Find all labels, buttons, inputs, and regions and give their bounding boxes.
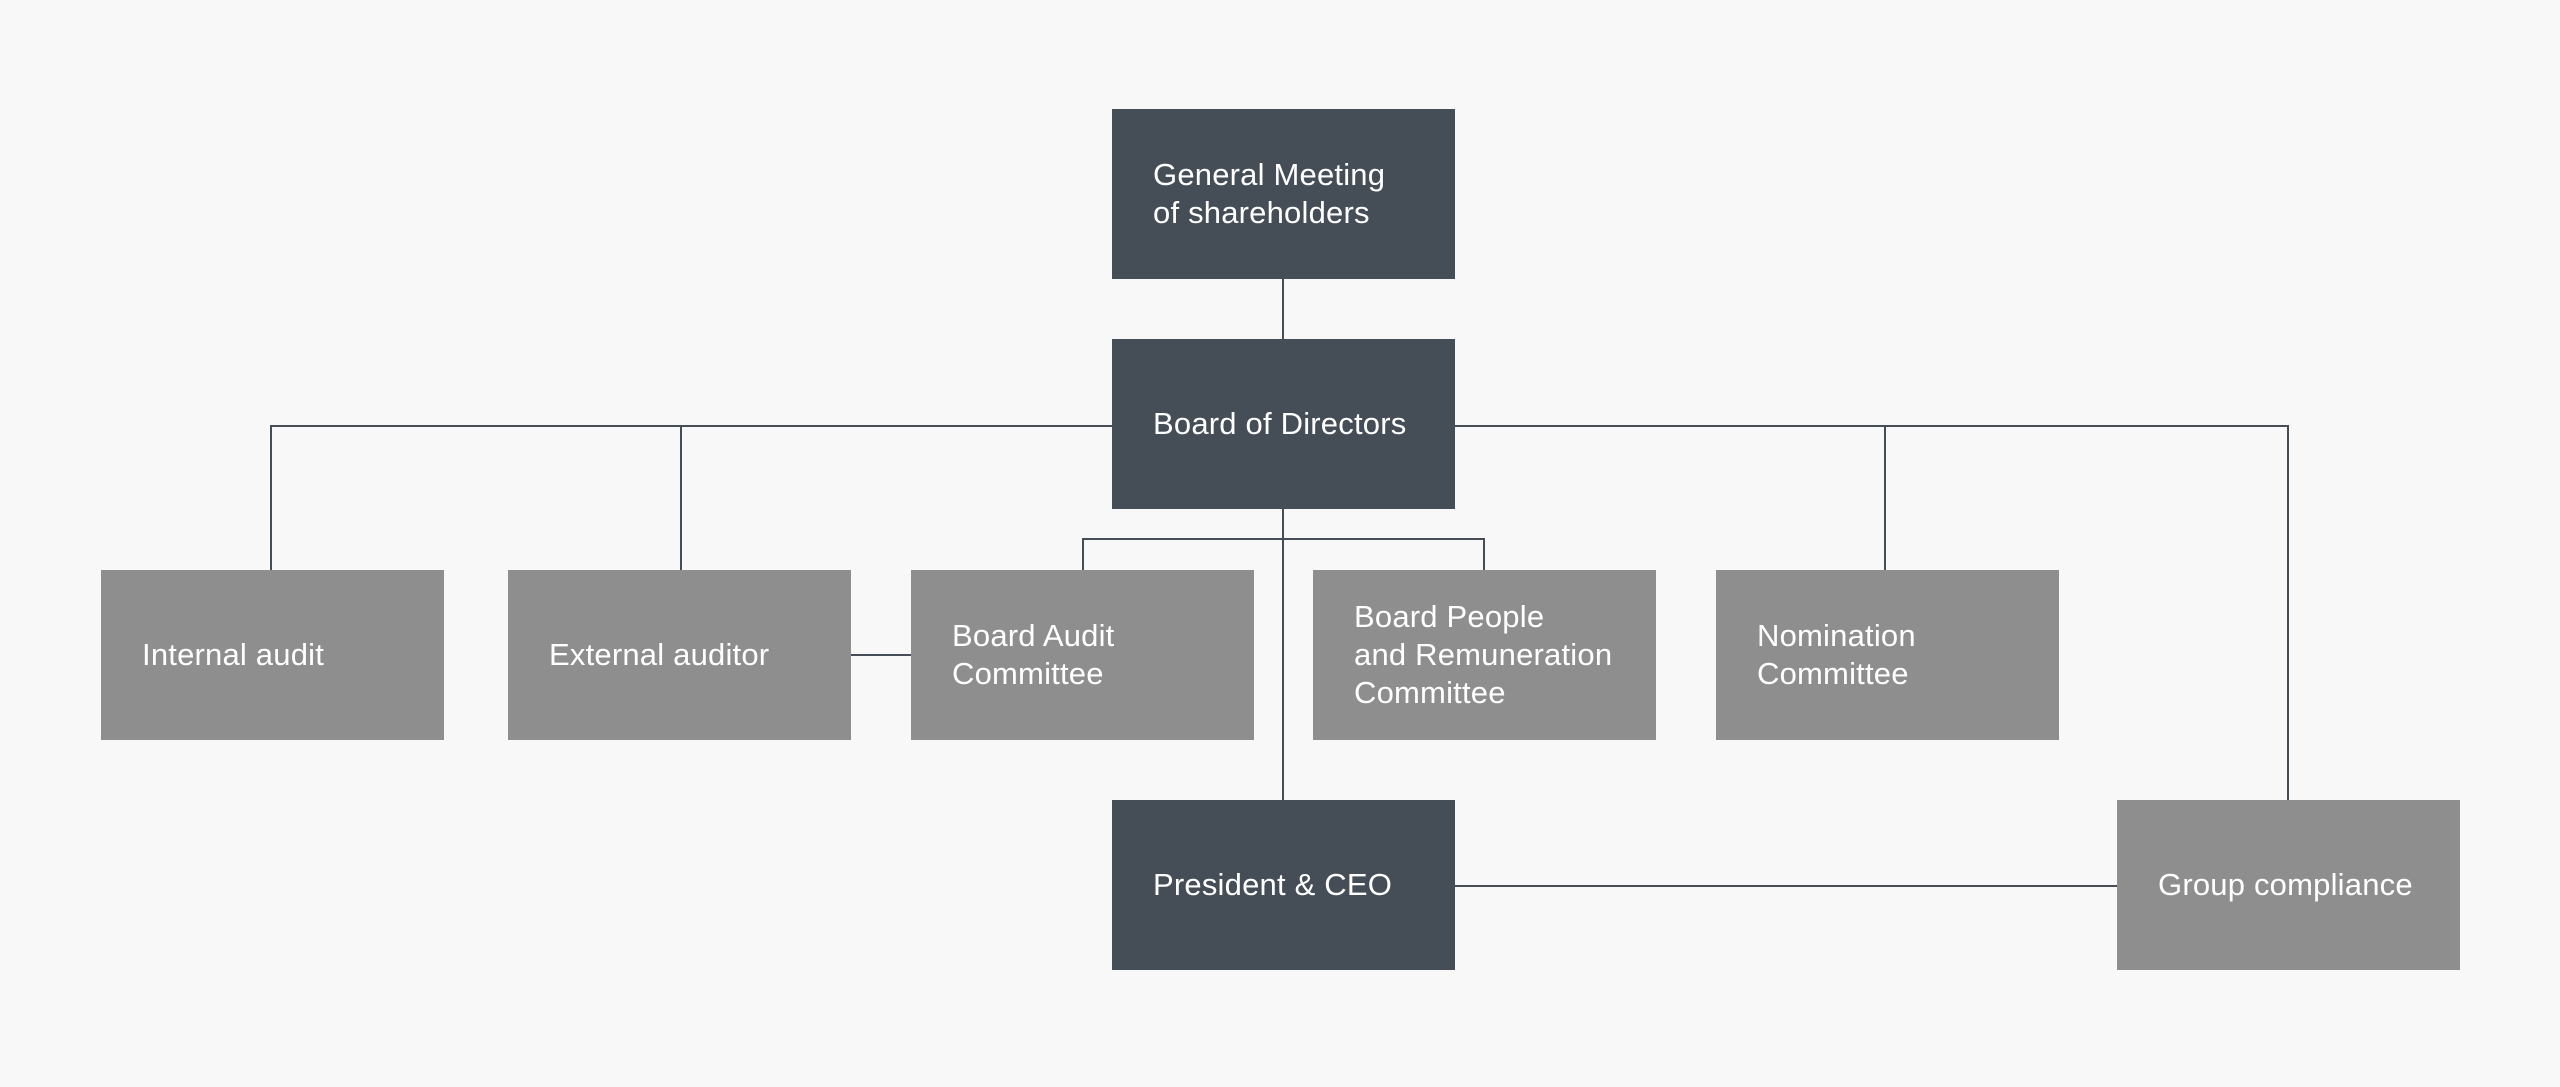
connector-president-to-group-compliance bbox=[1455, 885, 2118, 887]
node-internal-audit: Internal audit bbox=[101, 570, 444, 740]
node-nomination-committee: Nomination Committee bbox=[1716, 570, 2059, 740]
node-label: Board of Directors bbox=[1153, 406, 1407, 441]
connector-drop-external-auditor bbox=[680, 425, 682, 571]
node-board-of-directors: Board of Directors bbox=[1112, 339, 1455, 509]
node-label: Nomination Committee bbox=[1757, 618, 1916, 691]
connector-drop-group-compliance bbox=[2287, 425, 2289, 801]
node-label: Board People and Remuneration Committee bbox=[1354, 599, 1613, 710]
node-label: External auditor bbox=[549, 637, 770, 672]
connector-drop-nomination-committee bbox=[1884, 425, 1886, 571]
connector-bracket-drop-board-people bbox=[1483, 538, 1485, 571]
node-label: General Meeting of shareholders bbox=[1153, 157, 1386, 230]
node-president-and-ceo: President & CEO bbox=[1112, 800, 1455, 970]
connector-committee-bracket bbox=[1082, 538, 1485, 540]
node-board-people-and-remuneration-committee: Board People and Remuneration Committee bbox=[1313, 570, 1656, 740]
node-group-compliance: Group compliance bbox=[2117, 800, 2460, 970]
node-external-auditor: External auditor bbox=[508, 570, 851, 740]
node-label: Group compliance bbox=[2158, 867, 2413, 902]
node-general-meeting-of-shareholders: General Meeting of shareholders bbox=[1112, 109, 1455, 279]
node-label: President & CEO bbox=[1153, 867, 1393, 902]
connector-drop-internal-audit bbox=[270, 425, 272, 571]
connector-general-meeting-to-board bbox=[1282, 279, 1284, 339]
node-label: Board Audit Committee bbox=[952, 618, 1115, 691]
node-board-audit-committee: Board Audit Committee bbox=[911, 570, 1254, 740]
connector-bracket-drop-board-audit bbox=[1082, 538, 1084, 571]
connector-external-auditor-to-board-audit bbox=[851, 654, 912, 656]
node-label: Internal audit bbox=[142, 637, 325, 672]
connector-board-to-president bbox=[1282, 509, 1284, 801]
